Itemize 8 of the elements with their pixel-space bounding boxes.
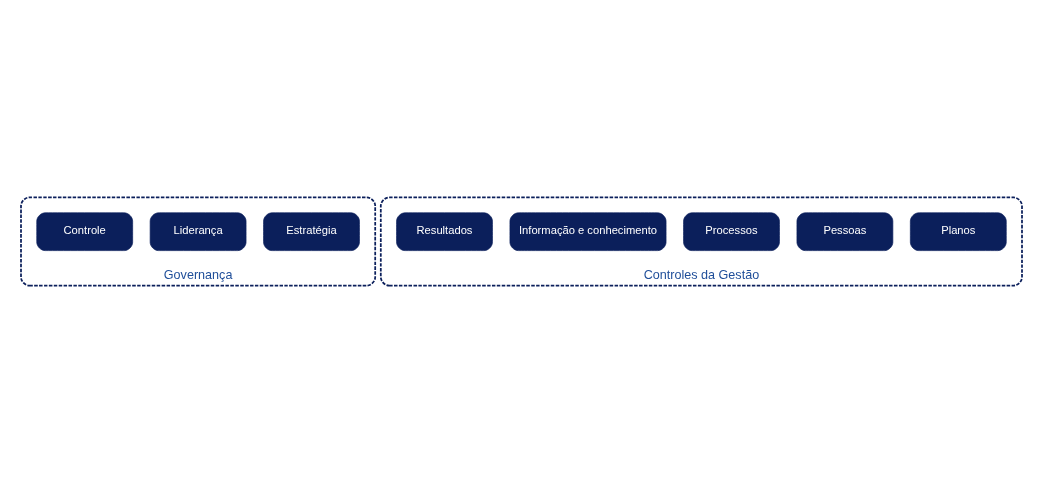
node-box: Planos <box>910 212 1007 251</box>
node-box: Processos <box>683 212 780 251</box>
node-box: Informação e conhecimento <box>509 212 667 251</box>
node-box: Estratégia <box>263 212 360 251</box>
node-box: Liderança <box>149 212 247 251</box>
node-box: Resultados <box>396 212 493 251</box>
node-box: Pessoas <box>796 212 894 251</box>
node-box: Controle <box>36 212 133 251</box>
